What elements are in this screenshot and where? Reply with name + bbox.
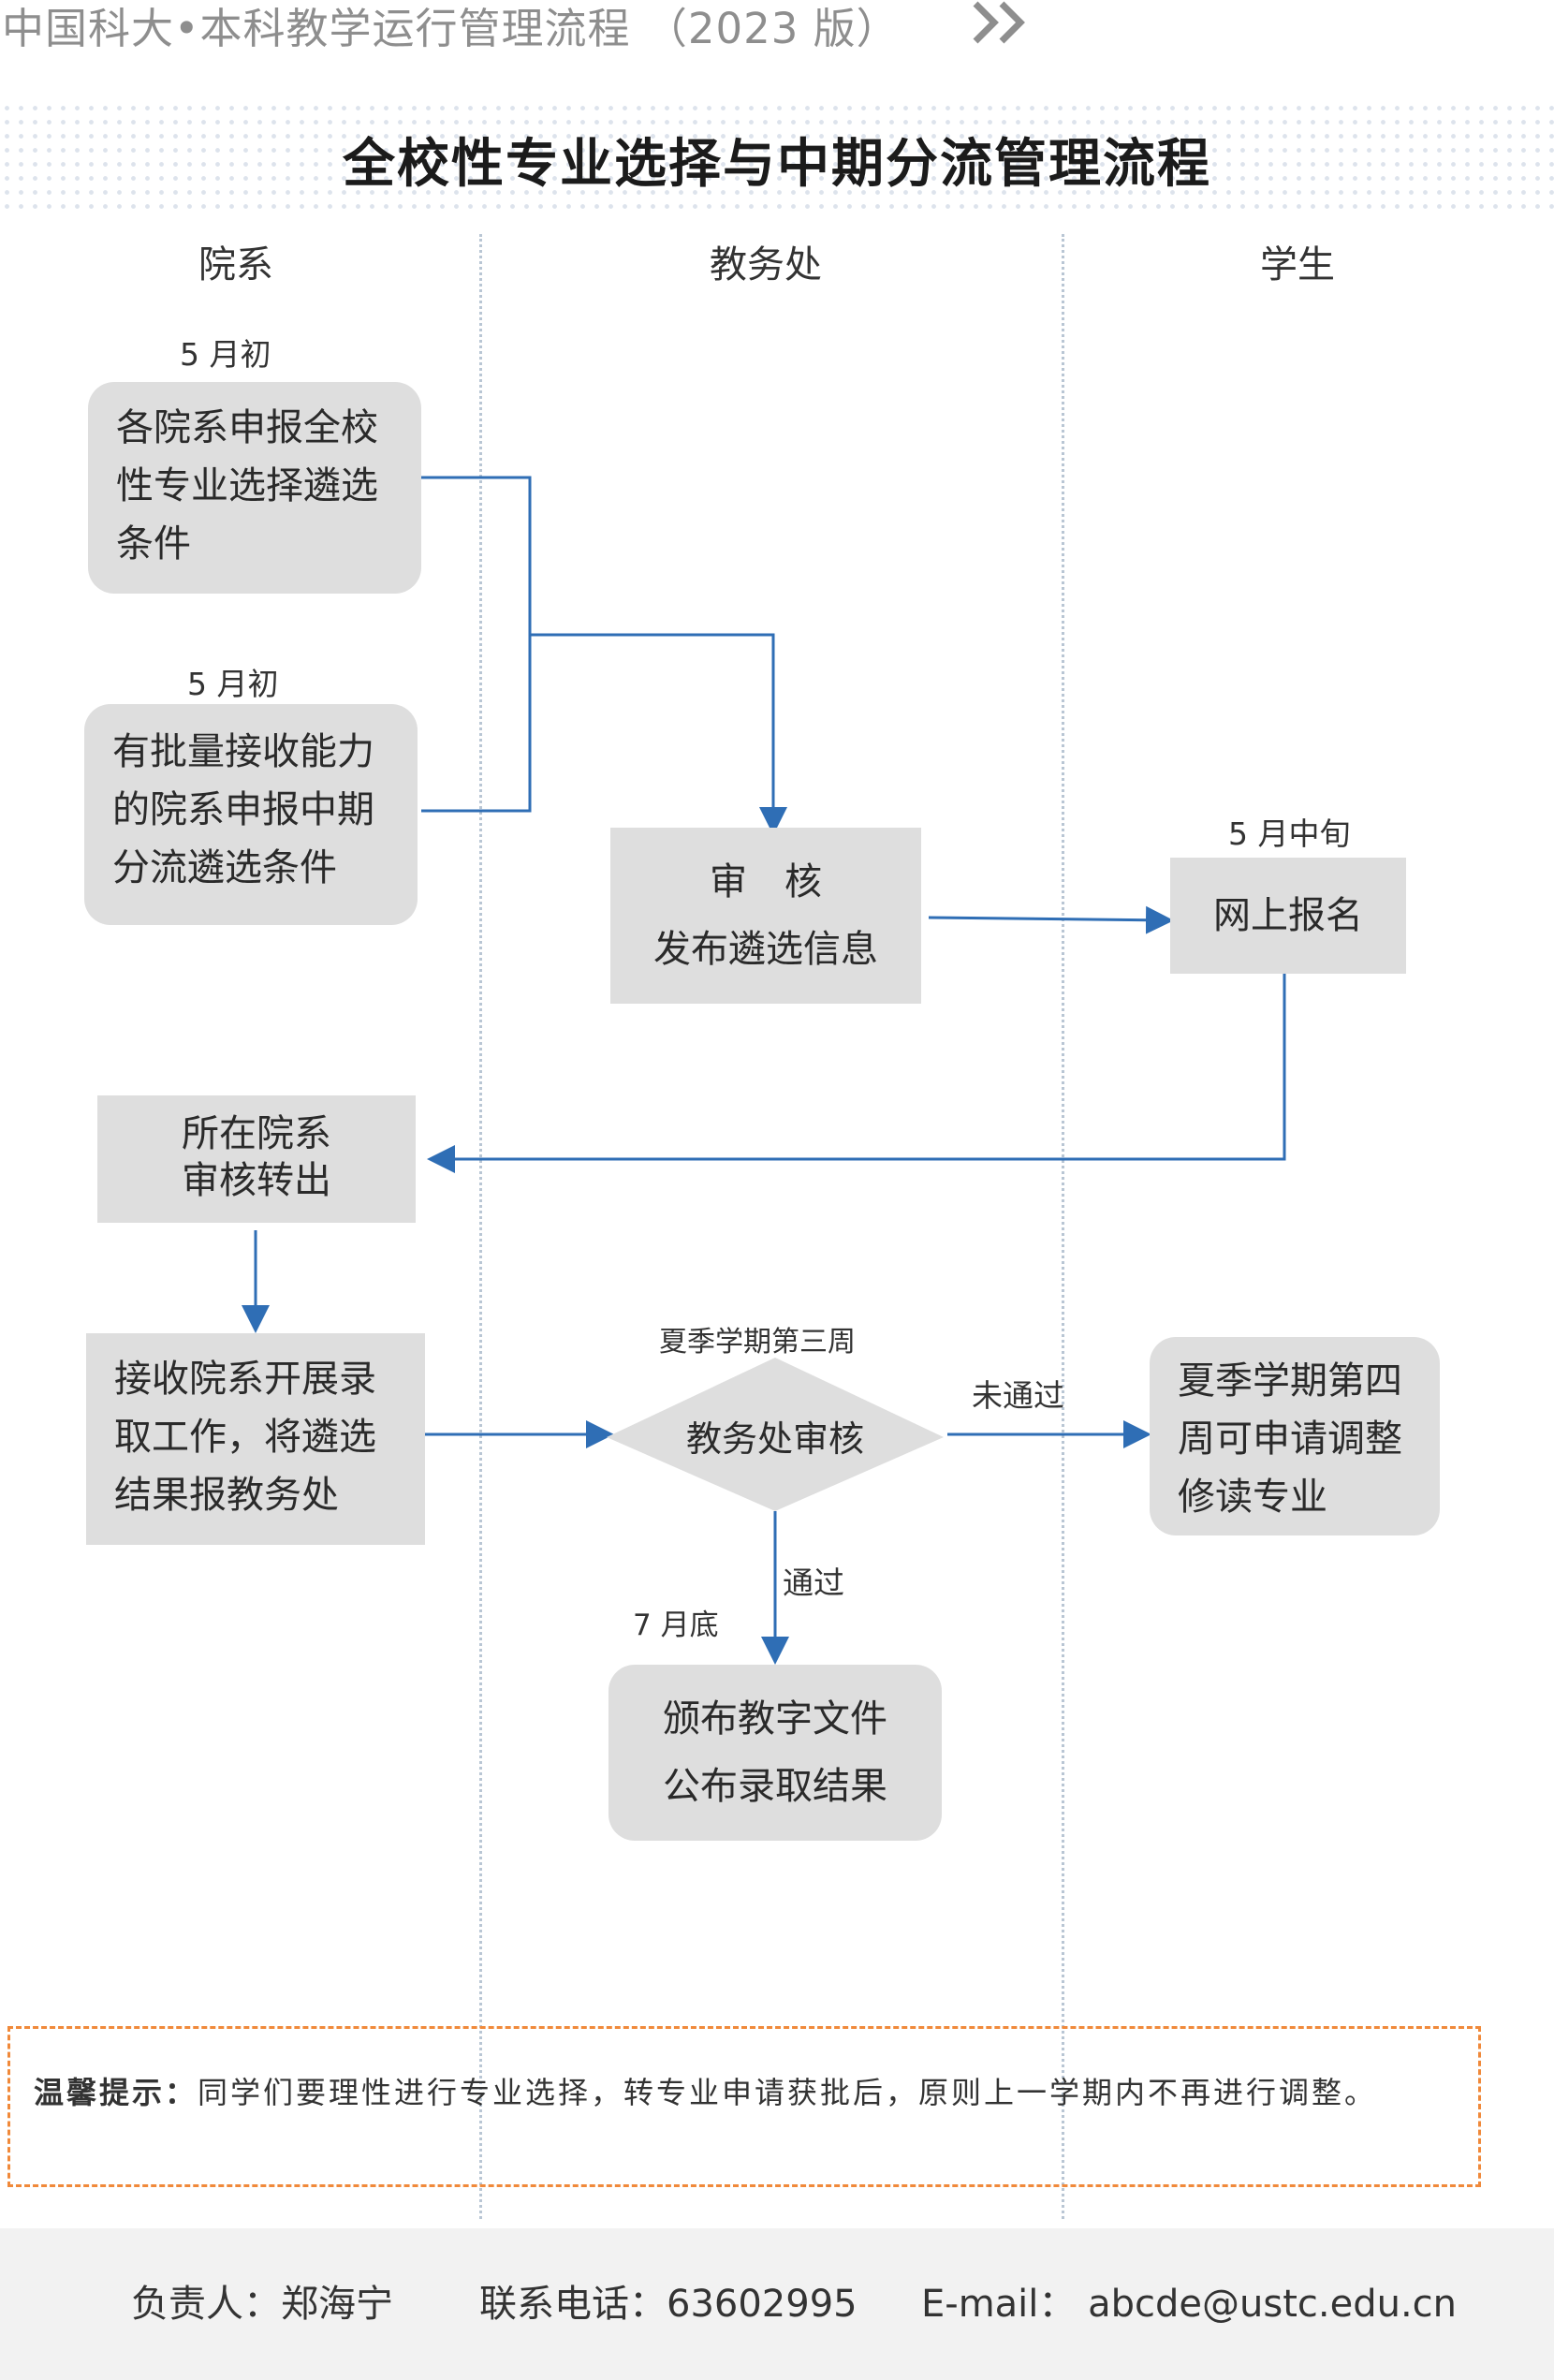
tip-box (7, 2026, 1481, 2187)
note-july-end: 7 月底 (633, 1609, 719, 1642)
node-publish-results: 颁布教字文件 公布录取结果 (608, 1665, 942, 1841)
node-capacity-criteria: 有批量接收能力 的院系申报中期 分流遴选条件 (84, 704, 418, 925)
node-receive-admission: 接收院系开展录 取工作，将遴选 结果报教务处 (86, 1333, 425, 1545)
label-not-passed: 未通过 (972, 1377, 1064, 1414)
page-title: 全校性专业选择与中期分流管理流程 (343, 134, 1211, 195)
lane-header-academic-affairs: 教务处 (710, 243, 822, 286)
node-dept-criteria: 各院系申报全校 性专业选择遴选 条件 (88, 382, 421, 594)
node-online-signup: 网上报名 (1170, 858, 1406, 974)
node-text-line: 接收院系开展录 (114, 1358, 376, 1401)
node-text-line: 结果报教务处 (114, 1474, 339, 1517)
note-may-early: 5 月初 (180, 336, 271, 373)
node-text-line: 审 核 (710, 860, 822, 904)
lane-divider (479, 234, 482, 2219)
node-text-line: 发布遴选信息 (653, 928, 878, 971)
node-text-line: 审核转出 (182, 1159, 331, 1202)
lane-divider (1062, 234, 1064, 2219)
node-text-line: 分流遴选条件 (112, 846, 337, 889)
node-text-line: 所在院系 (182, 1112, 331, 1155)
node-text-line: 有批量接收能力 (112, 730, 374, 773)
node-text-line: 颁布教字文件 (663, 1697, 887, 1741)
node-dept-transfer-out: 所在院系 审核转出 (97, 1095, 416, 1223)
tip-body: 同学们要理性进行专业选择，转专业申请获批后，原则上一学期内不再进行调整。 (198, 2075, 1378, 2110)
node-text-line: 条件 (116, 522, 191, 566)
node-text-line: 各院系申报全校 (116, 406, 378, 449)
tip-text: 温馨提示：同学们要理性进行专业选择，转专业申请获批后，原则上一学期内不再进行调整… (34, 2069, 1377, 2112)
node-text-line: 修读专业 (1178, 1476, 1327, 1519)
label-passed: 通过 (783, 1565, 844, 1601)
node-text-line: 取工作，将遴选 (114, 1416, 376, 1459)
node-text-line: 夏季学期第四 (1178, 1359, 1402, 1403)
node-review-publish: 审 核 发布遴选信息 (610, 828, 921, 1004)
note-summer-week3: 夏季学期第三周 (659, 1326, 856, 1359)
title-band (0, 101, 1554, 217)
double-chevron-icon (973, 1, 1025, 44)
node-text-line: 周可申请调整 (1178, 1418, 1402, 1461)
lane-header-department: 院系 (198, 243, 273, 286)
lane-header-student: 学生 (1260, 243, 1335, 286)
footer-owner: 负责人：郑海宁 (131, 2283, 393, 2326)
connector-line (421, 476, 532, 813)
node-text-line: 公布录取结果 (663, 1765, 887, 1808)
footer (0, 2228, 1554, 2380)
node-text-line: 性专业选择遴选 (116, 464, 378, 507)
connector-arrow (427, 974, 1286, 1173)
connector-arrow (530, 633, 787, 835)
footer-email: E-mail： abcde@ustc.edu.cn (921, 2283, 1458, 2326)
header-title: 中国科大•本科教学运行管理流程 （2023 版） (2, 0, 1025, 55)
node-text-line: 网上报名 (1213, 894, 1363, 937)
note-may-early: 5 月初 (187, 666, 279, 702)
connector-arrow (928, 905, 1174, 934)
node-summer-week4: 夏季学期第四 周可申请调整 修读专业 (1150, 1337, 1440, 1535)
node-text-line: 的院系申报中期 (112, 788, 374, 831)
tip-label: 温馨提示： (34, 2075, 198, 2110)
decision-diamond (607, 1358, 944, 1511)
decision-label: 教务处审核 (685, 1418, 864, 1460)
note-may-mid: 5 月中旬 (1228, 815, 1351, 852)
footer-phone: 联系电话：63602995 (479, 2283, 858, 2326)
